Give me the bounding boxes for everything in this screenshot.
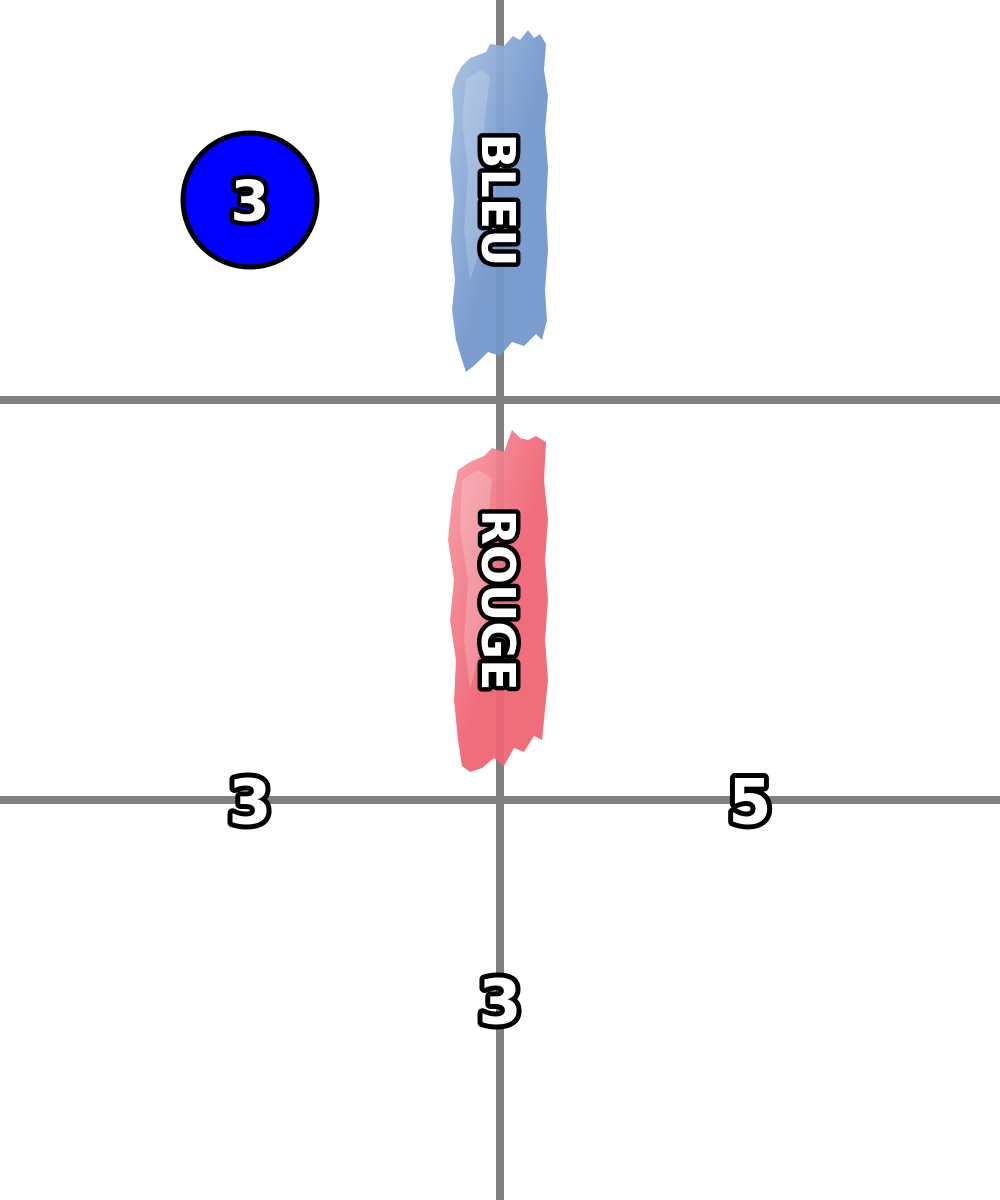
number-bottom: 3 [478, 966, 521, 1039]
number-left: 3 [228, 766, 271, 839]
red-zone-label: ROUGE [471, 509, 525, 690]
blue-token[interactable]: 3 [180, 130, 320, 270]
blue-zone-label: BLEU [471, 133, 525, 266]
blue-brush-highlight [462, 70, 490, 280]
red-brush-stroke [448, 430, 548, 772]
token-circle [180, 130, 320, 270]
token-value: 3 [231, 170, 270, 235]
red-brush-highlight [460, 470, 492, 690]
red-zone[interactable]: ROUGE [448, 430, 548, 772]
number-right: 5 [728, 766, 771, 839]
blue-zone[interactable]: BLEU [450, 30, 548, 372]
blue-brush-stroke [450, 30, 548, 372]
